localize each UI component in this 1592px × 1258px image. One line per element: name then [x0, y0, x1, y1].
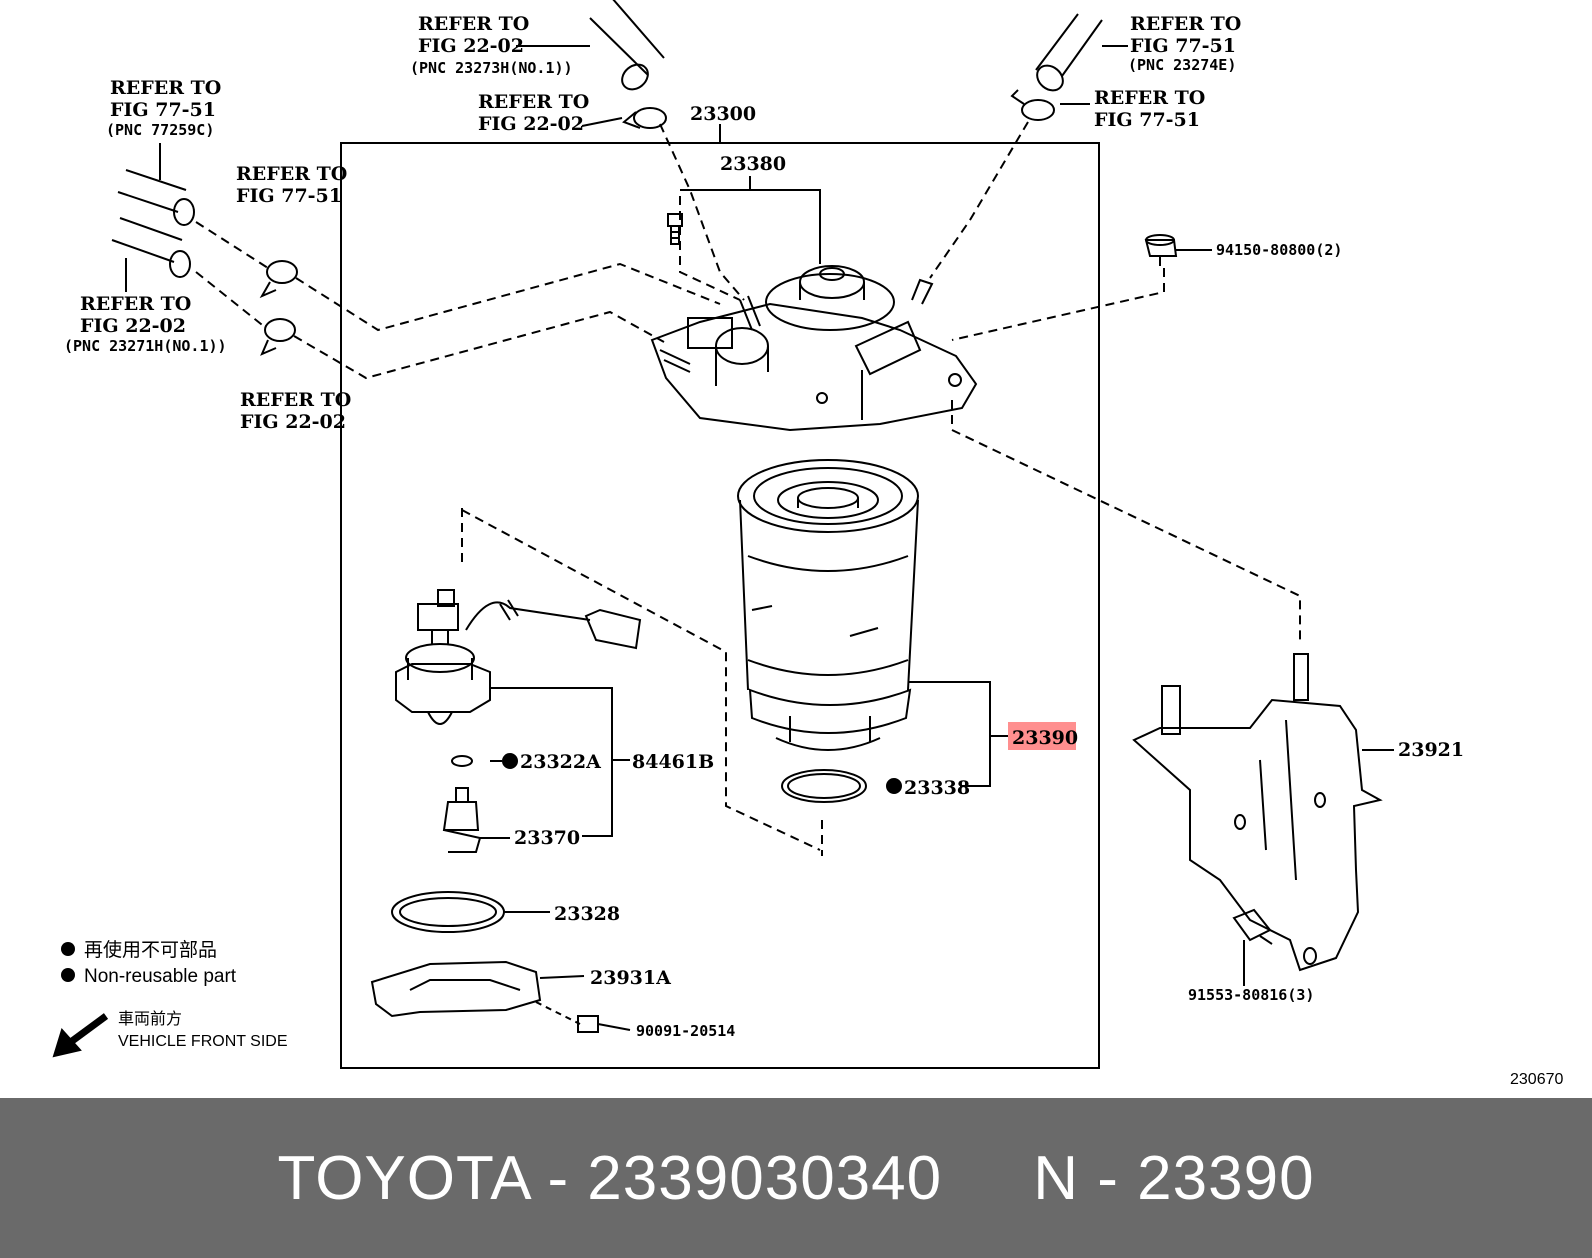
part-23328: 23328 [554, 903, 620, 925]
part-90091: 90091-20514 [636, 1022, 735, 1040]
sensor-84461b [395, 589, 642, 837]
fig-label-3: FIG 22-02 [478, 113, 584, 135]
part-23931a: 23931A [590, 967, 671, 989]
refer-label-3: REFER TO [478, 91, 589, 113]
leader-clamp-tl [581, 117, 623, 127]
part-23390: 23390 [1012, 727, 1078, 749]
refer-label-4: REFER TO [1094, 87, 1205, 109]
hose-top-right [1035, 13, 1103, 92]
o-ring-23338 [781, 769, 867, 803]
front-jp: 車両前方 [118, 1010, 182, 1028]
nonreuse-dot-23322a [502, 753, 518, 769]
hose-leaders [125, 143, 161, 292]
fig-label-5: FIG 77-51 [110, 99, 216, 121]
refer-label-8: REFER TO [240, 389, 351, 411]
fig-label-6: FIG 77-51 [236, 185, 342, 207]
exploded-view-svg: REFER TO FIG 22-02 (PNC 23273H(NO.1)) RE… [52, 0, 1563, 1088]
part-23380: 23380 [720, 153, 786, 175]
pnc-label-23274e: (PNC 23274E) [1128, 56, 1236, 74]
footer-ref: N - 23390 [1033, 1143, 1315, 1213]
part-23921: 23921 [1398, 739, 1464, 761]
part-23300: 23300 [690, 103, 756, 125]
hose-left-upper [117, 169, 195, 226]
refer-label-5: REFER TO [110, 77, 221, 99]
front-en: VEHICLE FRONT SIDE [118, 1033, 288, 1050]
bracket-23921 [1132, 653, 1394, 986]
clamp-top-right [1010, 89, 1055, 121]
refer-label-2: REFER TO [1130, 13, 1241, 35]
refer-label-1: REFER TO [418, 13, 529, 35]
legend-en: Non-reusable part [84, 966, 237, 987]
leader-23380 [680, 176, 821, 264]
parts-diagram: REFER TO FIG 22-02 (PNC 23273H(NO.1)) RE… [52, 0, 1563, 1088]
small-oring [451, 755, 473, 767]
screw-23380 [667, 213, 683, 245]
drain-plug-23370 [442, 787, 510, 853]
fig-label-8: FIG 22-02 [240, 411, 346, 433]
pnc-label-23271h: (PNC 23271H(NO.1)) [64, 337, 227, 355]
filter-head [650, 265, 978, 432]
part-23338: 23338 [904, 777, 970, 799]
clamp-left-lower [260, 318, 296, 356]
dashed-connectors [195, 121, 1301, 856]
legend-jp: 再使用不可部品 [84, 939, 217, 961]
clamp-top-left [622, 107, 667, 129]
hose-top-left [589, 0, 665, 91]
part-84461b: 84461B [632, 751, 714, 773]
hose-left-lower [111, 217, 191, 278]
part-91553: 91553-80816(3) [1188, 986, 1314, 1004]
part-23370: 23370 [514, 827, 580, 849]
pnc-label-23273h: (PNC 23273H(NO.1)) [410, 59, 573, 77]
diagram-code: 230670 [1510, 1071, 1563, 1088]
fig-label-2: FIG 77-51 [1130, 35, 1236, 57]
fig-label-4: FIG 77-51 [1094, 109, 1200, 131]
bracket-23931a [370, 960, 631, 1033]
fig-label-1: FIG 22-02 [418, 35, 524, 57]
clamp-left-upper [259, 260, 298, 299]
footer-bar: TOYOTA - 2339030340 N - 23390 [0, 1098, 1592, 1258]
refer-label-7: REFER TO [80, 293, 191, 315]
nut-94150 [1144, 234, 1178, 266]
part-94150: 94150-80800(2) [1216, 241, 1342, 259]
refer-label-6: REFER TO [236, 163, 347, 185]
fig-label-7: FIG 22-02 [80, 315, 186, 337]
footer-part-number: TOYOTA - 2339030340 [277, 1143, 943, 1213]
nonreuse-dot-23338 [886, 778, 902, 794]
front-arrow-icon [52, 1013, 109, 1058]
highlight-23390 [1008, 722, 1076, 750]
legend-dot-jp [61, 942, 75, 956]
part-23322a: 23322A [520, 751, 601, 773]
fuel-filter-23390 [737, 459, 1010, 787]
legend-dot-en [61, 968, 75, 982]
pnc-label-77259c: (PNC 77259C) [106, 121, 214, 139]
